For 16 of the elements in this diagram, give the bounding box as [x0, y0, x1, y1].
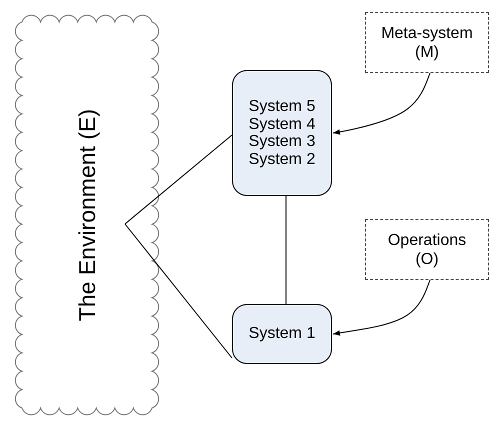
process-box [232, 70, 332, 196]
arrow [332, 280, 430, 336]
node-label: System 3 [248, 133, 316, 150]
node-label: System 5 [248, 98, 316, 116]
arrow [332, 72, 430, 135]
node-label: System 4 [248, 116, 316, 133]
process-box [232, 304, 332, 364]
node-label: The Environment (E) [74, 108, 100, 322]
node-label: Meta-system (M) [380, 24, 474, 62]
note-box [365, 219, 489, 280]
node-label: System 2 [248, 150, 316, 168]
connector-line [124, 224, 232, 358]
node-label: System 1 [248, 325, 316, 343]
note-box [365, 12, 489, 73]
connector-line [124, 134, 232, 224]
node-label: Operations (O) [386, 230, 468, 268]
